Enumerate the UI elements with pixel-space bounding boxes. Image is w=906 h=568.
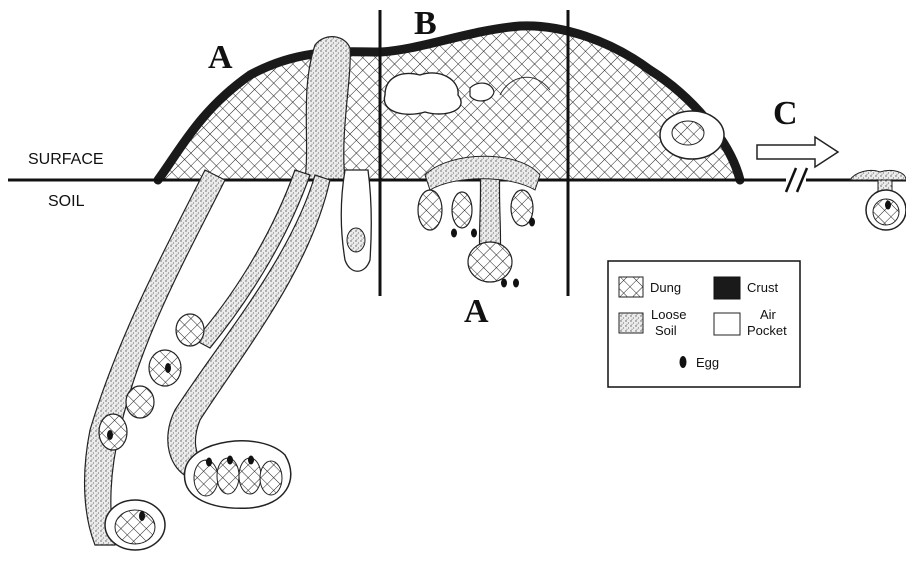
label-section-a-bottom: A — [464, 293, 489, 330]
egg — [513, 279, 519, 288]
egg — [248, 456, 254, 465]
legend-egg-icon — [680, 356, 687, 368]
brood-ball-cluster-2 — [217, 458, 239, 494]
label-section-b: B — [414, 5, 437, 42]
label-section-a-top: A — [208, 39, 233, 76]
section-c-nest — [850, 170, 906, 230]
egg — [885, 201, 891, 210]
egg — [451, 229, 457, 238]
brood-ball-b-left-1 — [418, 190, 442, 230]
legend: Dung Crust Loose Soil Air Pocket Egg — [608, 261, 800, 387]
legend-loose-soil-label-2: Soil — [655, 323, 677, 338]
legend-egg-label: Egg — [696, 355, 719, 370]
egg — [139, 511, 145, 521]
brood-ball-cluster-1 — [194, 460, 218, 496]
brood-ball-bottom-left-dung — [115, 510, 155, 544]
egg — [206, 458, 212, 467]
legend-crust-swatch — [714, 277, 740, 299]
label-section-c: C — [773, 95, 798, 132]
air-pocket-1 — [384, 73, 461, 114]
beetle-in-tunnel — [347, 228, 365, 252]
egg — [471, 229, 477, 238]
brood-ball-chain-1 — [176, 314, 204, 346]
legend-dung-swatch — [619, 277, 643, 297]
beetle-body — [672, 121, 704, 145]
label-soil: SOIL — [48, 193, 85, 210]
brood-ball-chain-3 — [126, 386, 154, 418]
egg — [107, 430, 113, 440]
legend-crust-label: Crust — [747, 280, 778, 295]
legend-air-pocket-label-1: Air — [760, 307, 777, 322]
brood-ball-b-left-2 — [452, 192, 472, 228]
brood-ball-b-center — [468, 242, 512, 282]
brood-ball-chain-4 — [99, 414, 127, 450]
tunnels-section-a — [85, 170, 372, 550]
air-pocket-2 — [470, 83, 494, 101]
dung-pat — [158, 26, 740, 180]
tunnel-beetle — [341, 170, 371, 271]
tunnel-chimney — [305, 37, 350, 180]
legend-air-pocket-swatch — [714, 313, 740, 335]
egg — [165, 363, 171, 373]
break-mark — [786, 168, 807, 192]
brood-ball-cluster-4 — [260, 461, 282, 495]
label-surface: SURFACE — [28, 151, 104, 168]
legend-air-pocket-label-2: Pocket — [747, 323, 787, 338]
legend-dung-label: Dung — [650, 280, 681, 295]
egg — [501, 279, 507, 288]
egg — [529, 218, 535, 227]
legend-loose-soil-label-1: Loose — [651, 307, 686, 322]
section-c-mound — [850, 170, 906, 180]
legend-loose-soil-swatch — [619, 313, 643, 333]
arrow-right-icon — [757, 137, 838, 167]
egg — [227, 456, 233, 465]
tunnels-section-b — [418, 156, 540, 287]
